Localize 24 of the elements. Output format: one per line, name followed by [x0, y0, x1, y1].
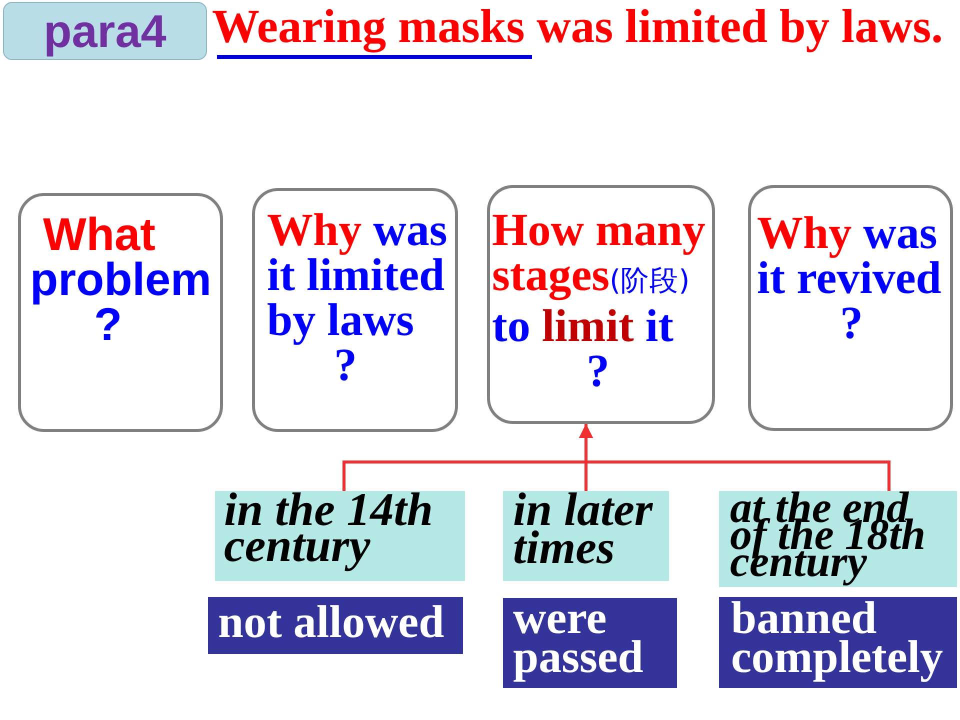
section-label: para4 — [44, 8, 166, 54]
question-card — [487, 185, 715, 424]
result-box — [719, 597, 957, 688]
question-text: Why was it revived ? — [757, 210, 942, 345]
time-period-text: in the 14th century — [224, 492, 434, 574]
time-period-text: in later times — [513, 491, 654, 576]
time-period-box — [215, 491, 465, 581]
time-period-text: at the end of the 18th century — [730, 491, 927, 585]
question-card — [252, 188, 458, 432]
question-text: How many stages(阶段) to limit it ? — [492, 207, 706, 393]
question-card — [748, 185, 953, 431]
question-text: What problem ? — [30, 212, 212, 347]
result-text: were passed — [513, 598, 644, 684]
result-box — [503, 598, 677, 688]
time-period-box — [503, 491, 669, 581]
connector-arrow — [579, 424, 890, 491]
time-period-box — [719, 491, 957, 587]
result-box — [208, 597, 463, 654]
section-tag — [3, 2, 207, 60]
result-text: banned completely — [731, 598, 944, 684]
question-text: Why was it limited by laws ? — [267, 207, 448, 387]
question-card — [18, 193, 223, 432]
result-text: not allowed — [218, 602, 446, 649]
title: Wearing masks was limited by laws. — [212, 4, 944, 51]
